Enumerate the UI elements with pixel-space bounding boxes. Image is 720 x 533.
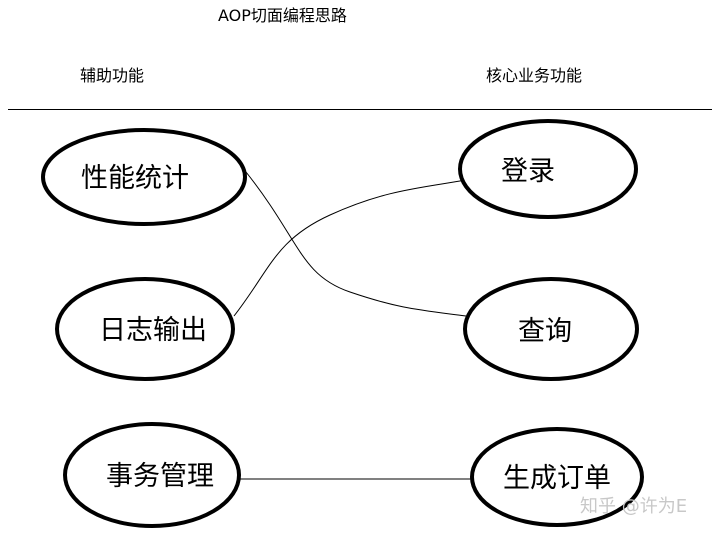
core-column-label: 核心业务功能 <box>486 66 583 85</box>
node-log-ellipse <box>55 277 235 381</box>
node-query-label: 查询 <box>518 316 572 347</box>
header-divider <box>8 109 712 110</box>
node-order-ellipse <box>470 427 644 527</box>
node-query-ellipse <box>463 277 639 381</box>
node-login-ellipse <box>458 119 638 219</box>
diagram-title: AOP切面编程思路 <box>218 6 347 25</box>
node-log-label: 日志输出 <box>99 315 207 346</box>
connector-perf-to-query <box>245 171 467 317</box>
node-tx-ellipse <box>63 422 241 528</box>
node-order: 生成订单 <box>470 427 644 527</box>
node-log: 日志输出 <box>55 277 235 381</box>
watermark: 知乎 @许为E <box>580 496 688 517</box>
node-tx-label: 事务管理 <box>106 461 214 492</box>
node-login: 登录 <box>458 119 638 219</box>
node-tx: 事务管理 <box>63 422 241 528</box>
node-query: 查询 <box>463 277 639 381</box>
node-perf: 性能统计 <box>41 128 247 226</box>
node-order-label: 生成订单 <box>503 463 611 494</box>
node-perf-label: 性能统计 <box>81 163 189 194</box>
auxiliary-column-label: 辅助功能 <box>80 66 145 85</box>
node-login-label: 登录 <box>501 156 555 187</box>
connector-log-to-login <box>233 179 467 317</box>
node-perf-ellipse <box>41 128 247 226</box>
